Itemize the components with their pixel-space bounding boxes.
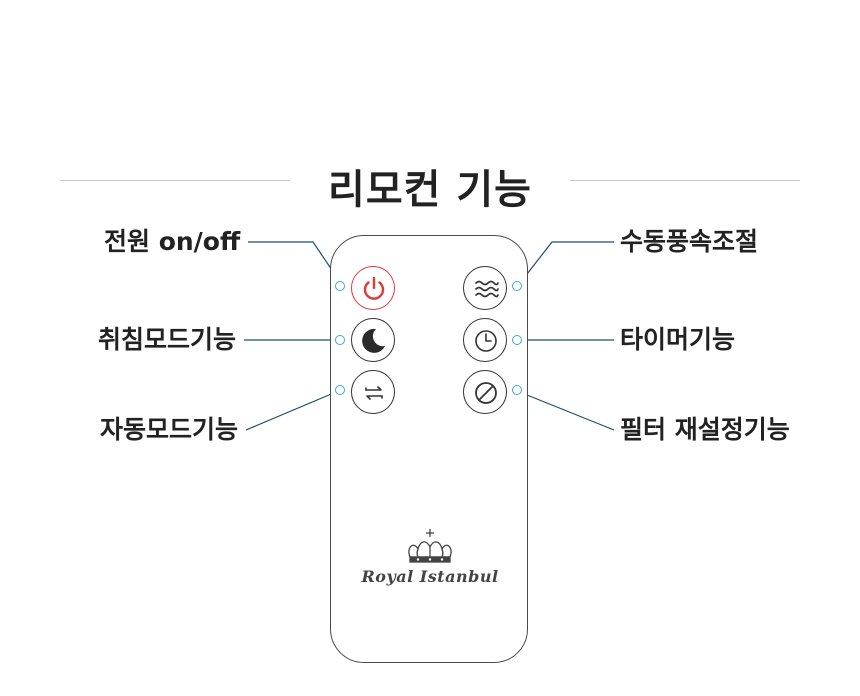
timer-button[interactable] [463,318,507,362]
callout-line-auto [245,391,337,431]
clock-icon [475,330,497,352]
callout-line-power [248,241,341,283]
callout-dot-sleep [335,335,345,345]
label-filter: 필터 재설정기능 [620,415,790,444]
label-auto: 자동모드기능 [100,415,239,444]
title-divider-left [60,180,290,181]
callout-dot-wind [512,281,522,291]
label-timer: 타이머기능 [620,325,736,354]
sleep-mode-button[interactable] [351,318,395,362]
crown-icon [408,529,452,563]
callout-line-wind [519,241,614,284]
power-icon [363,276,385,300]
callout-dot-auto [335,385,345,395]
moon-icon [362,328,385,353]
auto-mode-button[interactable] [351,370,395,414]
callout-dot-power [335,281,345,291]
brand-name: Royal Istanbul [361,567,499,586]
label-sleep: 취침모드기능 [98,325,237,354]
prohibited-icon [475,382,497,404]
power-button[interactable] [351,266,395,310]
wind-waves-icon [475,280,499,298]
title-divider-right [570,180,800,181]
callout-line-filter [521,392,615,431]
callout-dot-timer [512,335,522,345]
callout-dot-filter [512,385,522,395]
wind-speed-button[interactable] [463,266,507,310]
label-wind: 수동풍속조절 [620,227,759,256]
label-power: 전원 on/off [104,227,241,256]
filter-reset-button[interactable] [463,370,507,414]
page-title: 리모컨 기능 [328,167,532,213]
swap-arrows-icon [365,386,383,400]
